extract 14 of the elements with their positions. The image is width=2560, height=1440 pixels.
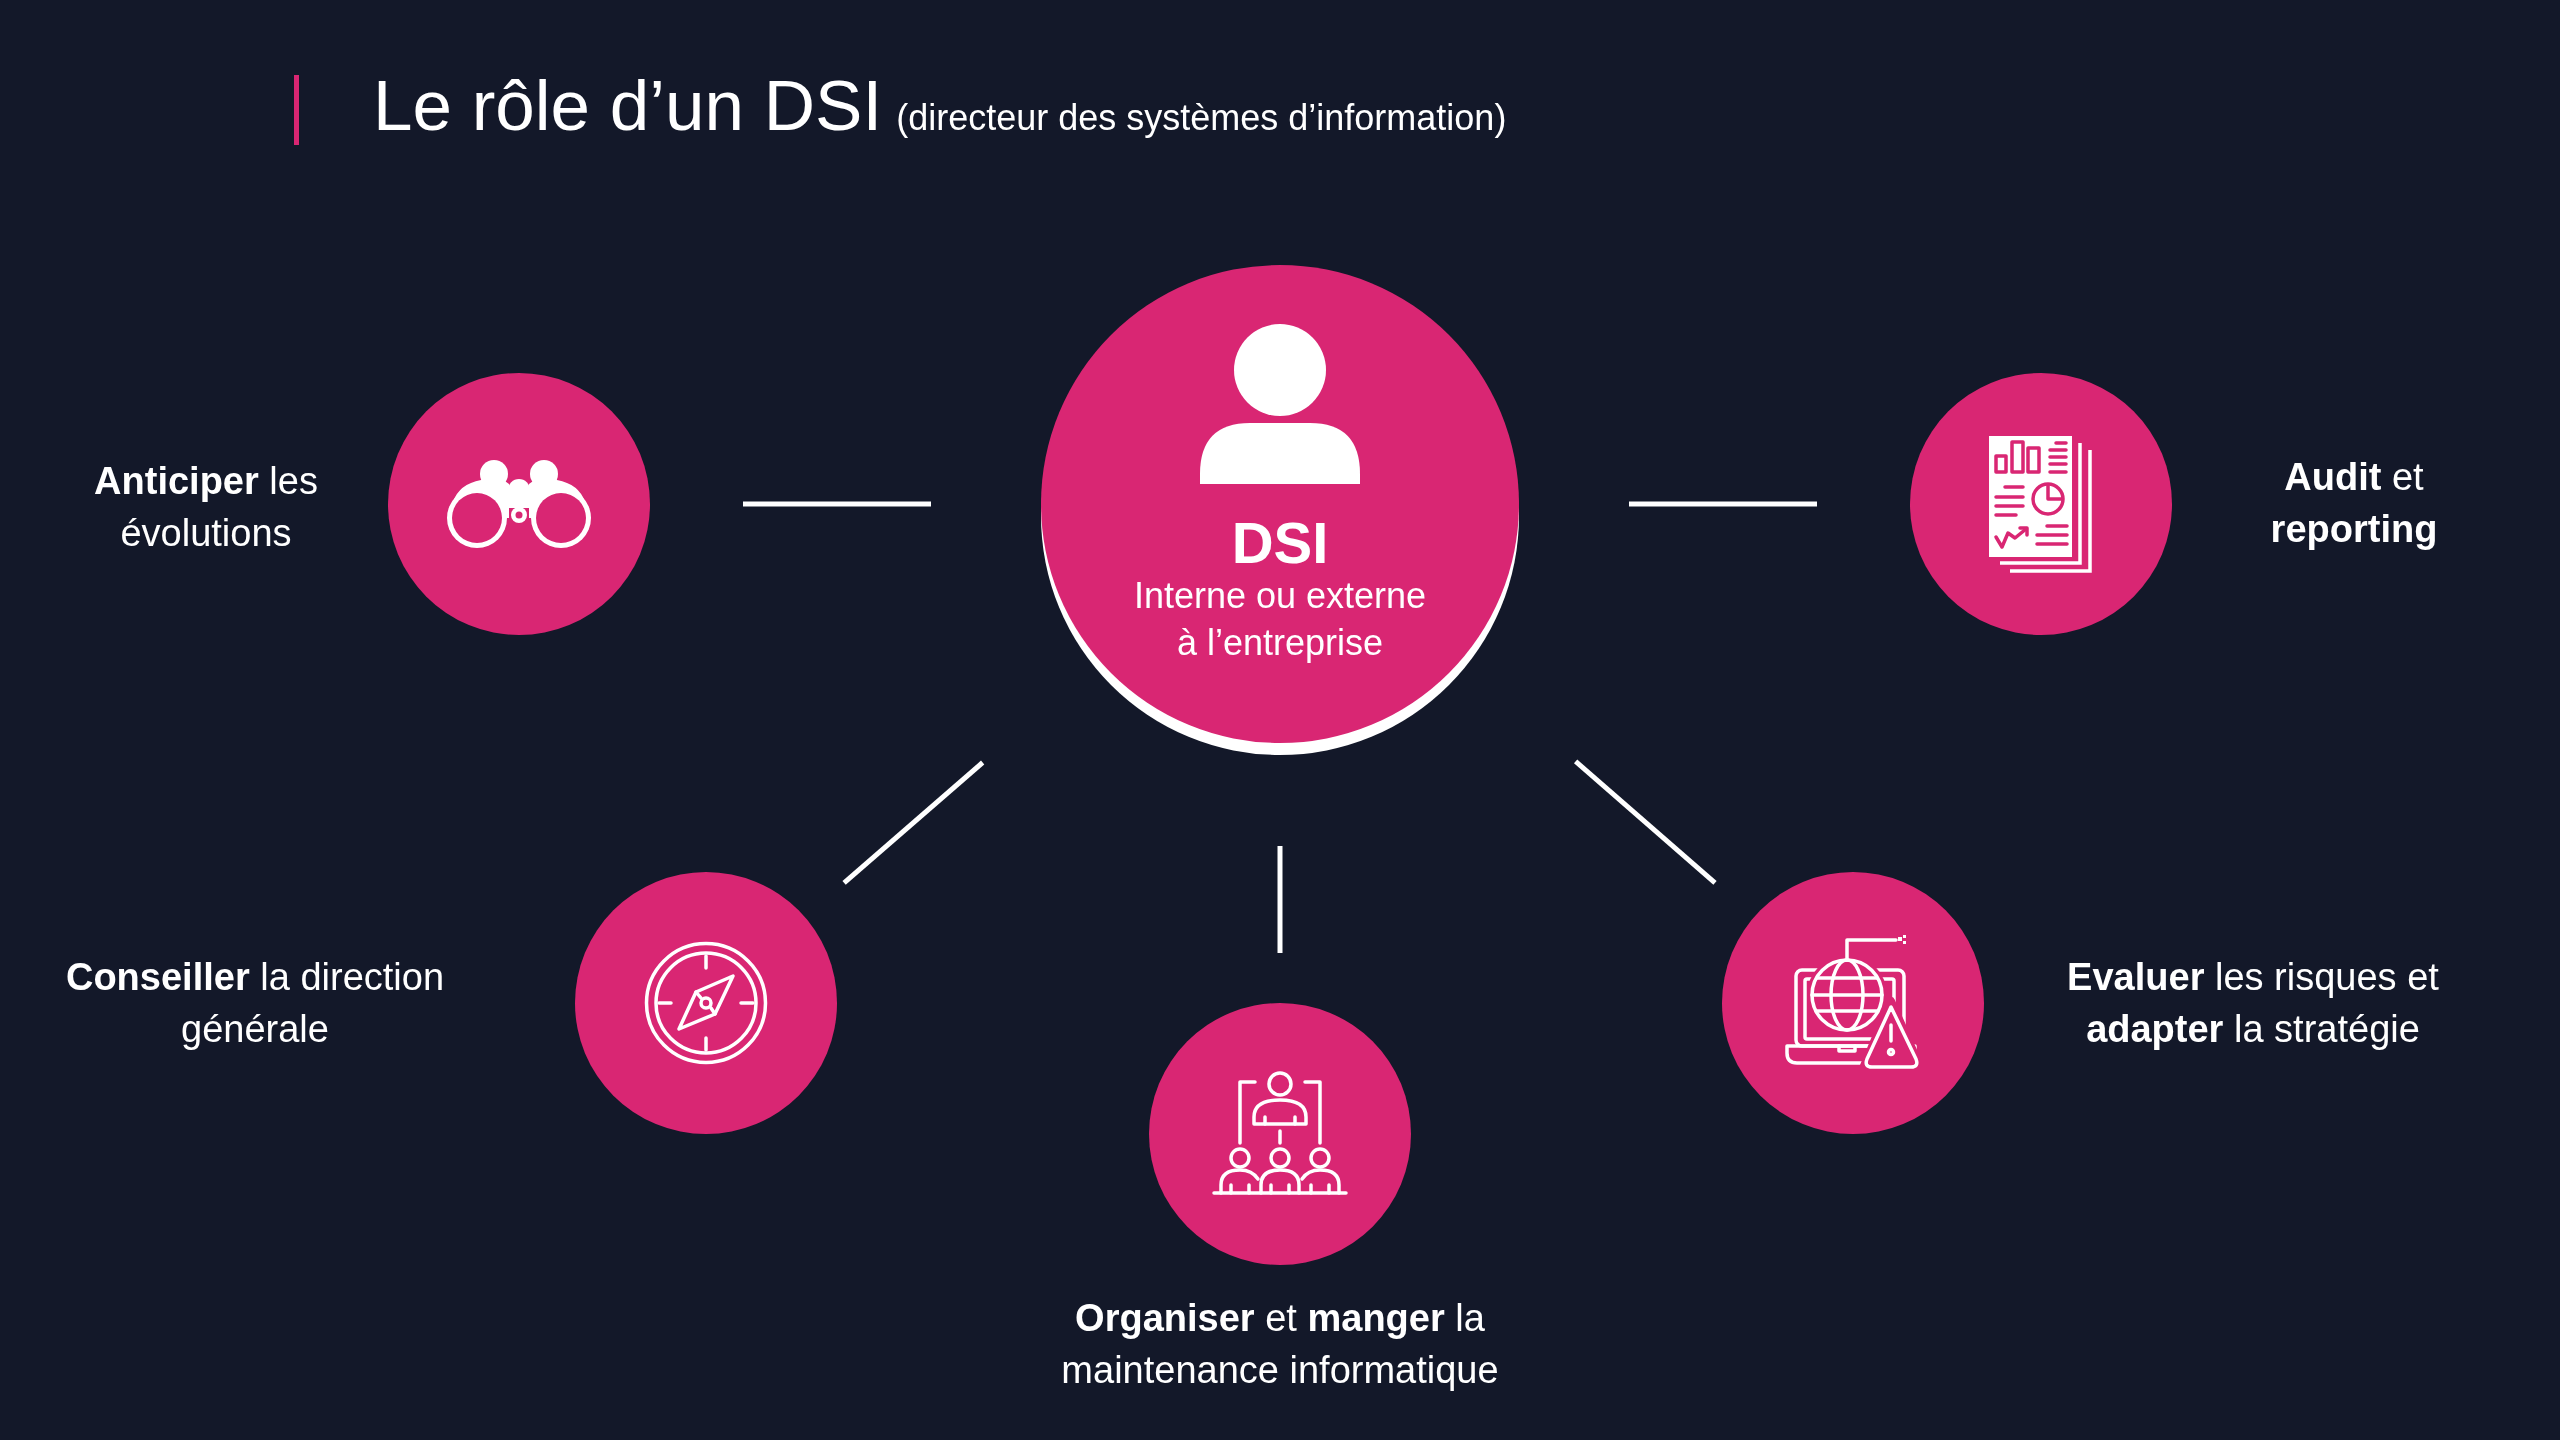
role-caption: Audit et reporting [2269,455,2439,552]
connector-line [1277,846,1283,953]
hub-title: DSI [1231,514,1329,572]
role-caption: Organiser et manger la maintenance informatique [1060,1296,1500,1393]
role-caption: Evaluer les risques et adapter la stratégie [2066,955,2440,1052]
connector-line [1629,501,1817,507]
role-caption: Anticiper les évolutions [93,459,319,556]
connector-line [842,760,985,885]
hub-subtitle: Interne ou externe à l’entreprise [1132,574,1428,665]
title-note: (directeur des systèmes d’information) [896,98,1507,138]
connector-line [743,501,931,507]
connector-line [1573,759,1717,885]
page-title: Le rôle d’un DSI [373,70,883,141]
role-caption: Conseiller la direction générale [64,955,446,1052]
